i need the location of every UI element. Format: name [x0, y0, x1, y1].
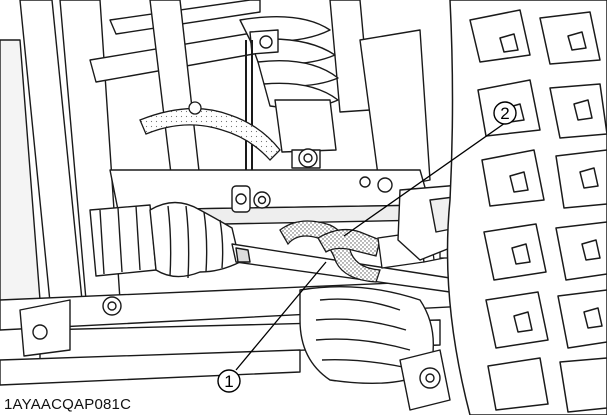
callout-2: 2 [493, 101, 517, 125]
callout-2-circle [493, 101, 517, 125]
tire-tread [446, 0, 607, 415]
shock-absorber [239, 16, 339, 190]
callout-2-number: 2 [500, 104, 509, 123]
upper-hose [139, 101, 281, 161]
callout-1: 1 [217, 369, 241, 393]
knuckle-assembly [299, 184, 471, 411]
callout-1-number: 1 [224, 372, 233, 391]
figure-reference-code: 1AYAACQAP081C [4, 396, 136, 414]
callout-leaders [235, 122, 506, 371]
callout-2-leader [343, 122, 506, 237]
callout-1-leader [235, 261, 327, 371]
callout-1-circle [217, 369, 241, 393]
drive-shaft-boot [89, 201, 451, 293]
